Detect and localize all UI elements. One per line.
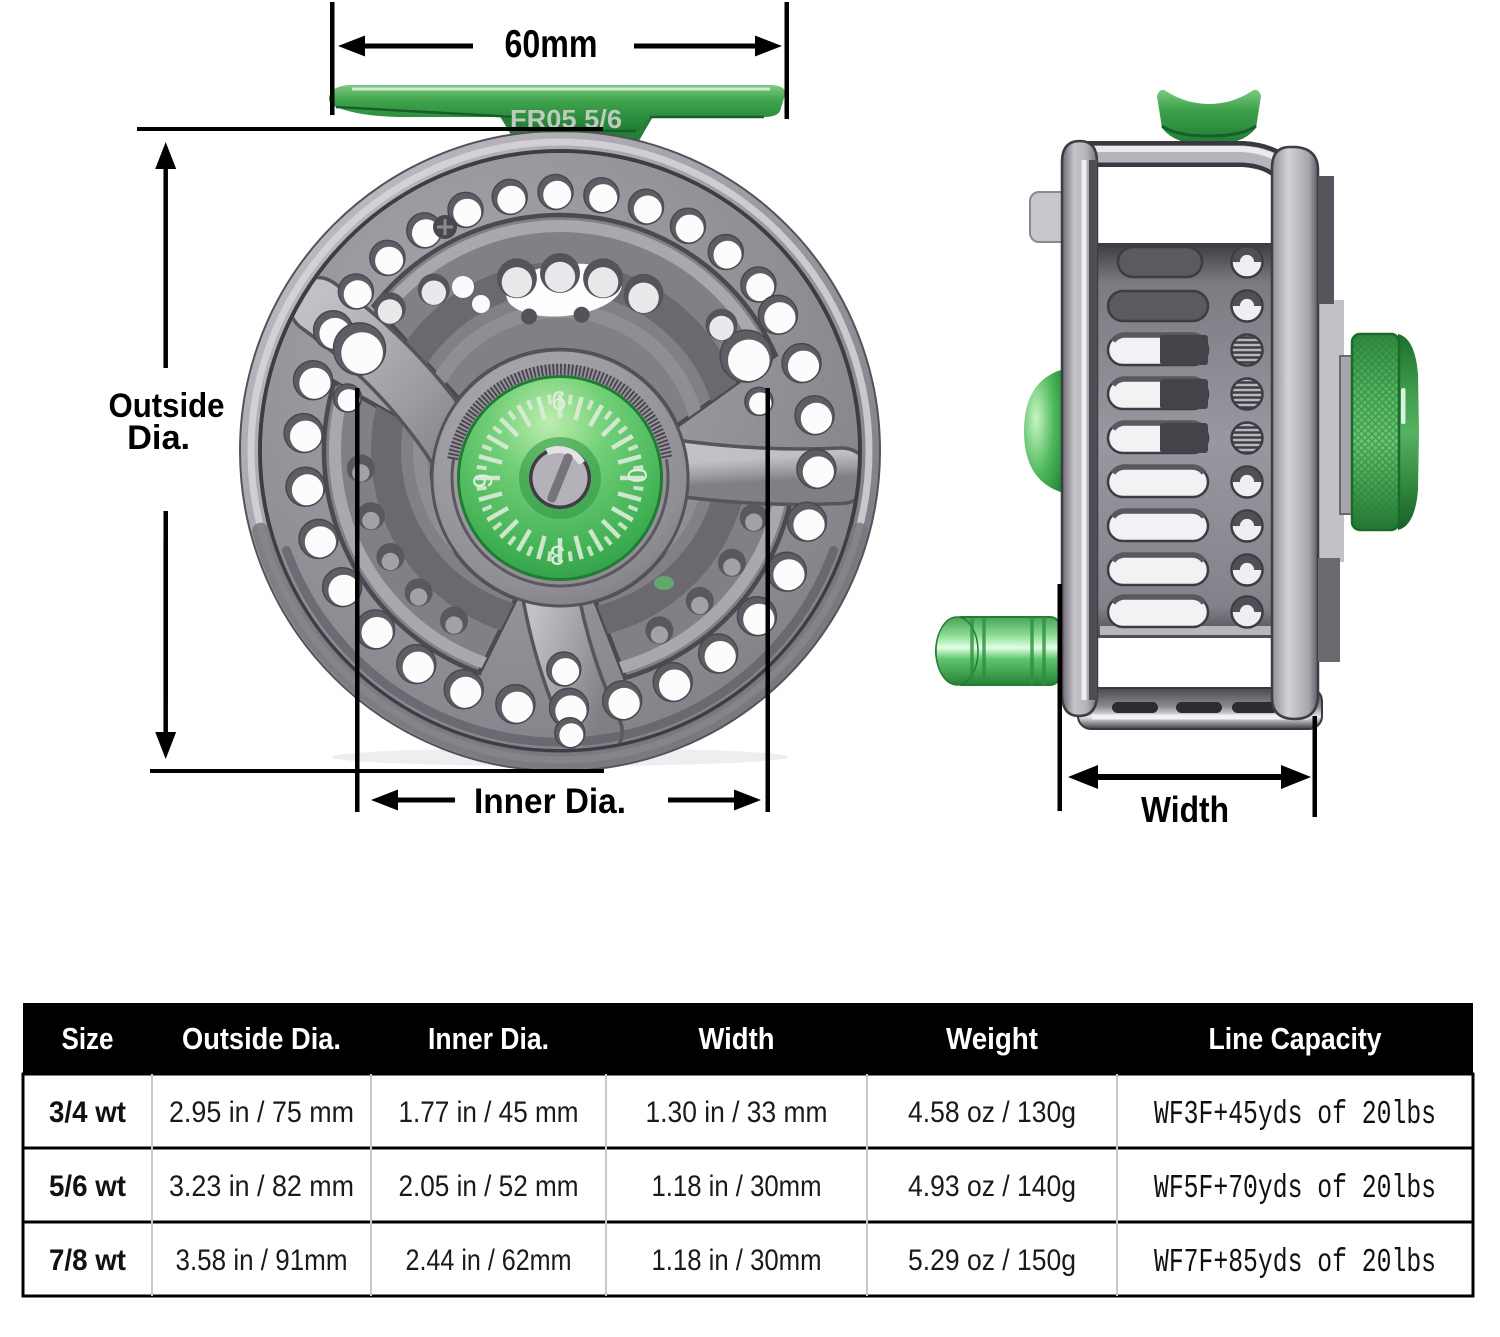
svg-text:6: 6 <box>551 386 567 416</box>
svg-text:Outside: Outside <box>109 387 225 425</box>
svg-text:4.93 oz / 140g: 4.93 oz / 140g <box>908 1170 1076 1203</box>
svg-text:3.58 in / 91mm: 3.58 in / 91mm <box>176 1244 348 1277</box>
svg-text:2.44 in / 62mm: 2.44 in / 62mm <box>406 1244 572 1277</box>
svg-text:0: 0 <box>622 467 653 483</box>
svg-text:2.05 in / 52 mm: 2.05 in / 52 mm <box>399 1170 579 1203</box>
svg-text:2.95 in / 75 mm: 2.95 in / 75 mm <box>169 1096 354 1129</box>
svg-text:WF5F+70yds of 20lbs: WF5F+70yds of 20lbs <box>1154 1170 1436 1207</box>
svg-text:Size: Size <box>62 1021 114 1056</box>
svg-text:3.23 in / 82 mm: 3.23 in / 82 mm <box>169 1170 354 1203</box>
svg-text:Width: Width <box>1141 789 1229 830</box>
svg-text:5/6 wt: 5/6 wt <box>49 1170 126 1203</box>
svg-text:Inner Dia.: Inner Dia. <box>474 782 626 821</box>
svg-text:7/8 wt: 7/8 wt <box>49 1244 126 1277</box>
svg-text:WF3F+45yds of 20lbs: WF3F+45yds of 20lbs <box>1154 1096 1436 1133</box>
svg-text:WF7F+85yds of 20lbs: WF7F+85yds of 20lbs <box>1154 1244 1436 1281</box>
svg-text:3: 3 <box>549 540 565 571</box>
svg-text:1.18 in / 30mm: 1.18 in / 30mm <box>652 1244 822 1277</box>
svg-text:Line Capacity: Line Capacity <box>1209 1021 1383 1056</box>
svg-text:Dia.: Dia. <box>127 419 190 457</box>
svg-text:1.18 in / 30mm: 1.18 in / 30mm <box>652 1170 822 1203</box>
svg-text:4.58 oz / 130g: 4.58 oz / 130g <box>908 1096 1076 1129</box>
svg-text:1.30 in / 33 mm: 1.30 in / 33 mm <box>646 1096 828 1129</box>
svg-text:60mm: 60mm <box>505 23 598 66</box>
svg-text:Outside Dia.: Outside Dia. <box>182 1021 341 1056</box>
svg-text:5.29 oz / 150g: 5.29 oz / 150g <box>908 1244 1076 1277</box>
svg-text:Inner Dia.: Inner Dia. <box>428 1021 549 1056</box>
svg-text:Weight: Weight <box>946 1021 1038 1056</box>
svg-text:Width: Width <box>699 1021 775 1056</box>
svg-text:3/4 wt: 3/4 wt <box>49 1096 126 1129</box>
svg-text:9: 9 <box>468 473 499 489</box>
svg-text:1.77 in / 45 mm: 1.77 in / 45 mm <box>399 1096 579 1129</box>
